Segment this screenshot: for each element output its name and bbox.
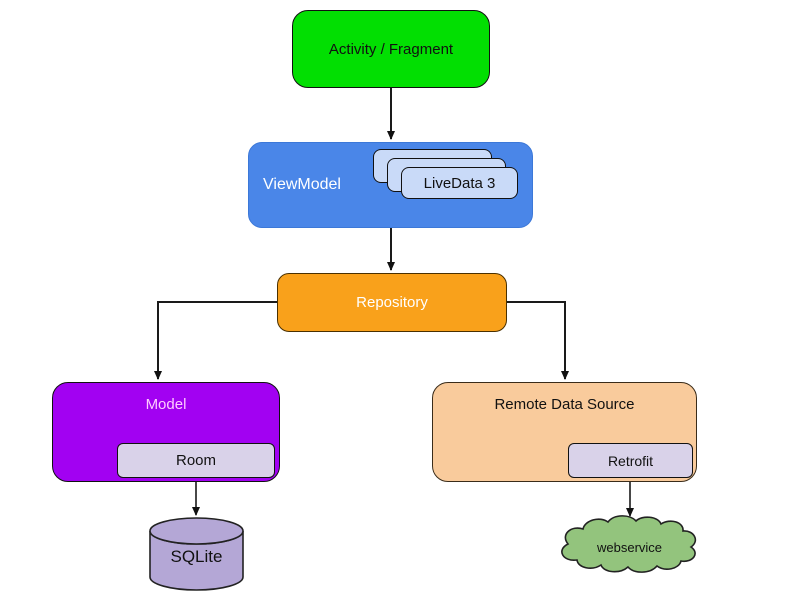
- node-room: Room: [117, 443, 275, 478]
- model-label: Model: [145, 396, 187, 413]
- remote-data-source-label: Remote Data Source: [494, 396, 635, 413]
- webservice-label-container: webservice: [562, 538, 697, 556]
- webservice-cloud-icon: [561, 515, 697, 573]
- sqlite-cylinder-icon: [149, 517, 244, 591]
- sqlite-label-container: SQLite: [150, 546, 243, 568]
- activity-fragment-label: Activity / Fragment: [328, 40, 454, 58]
- repository-label: Repository: [356, 294, 428, 311]
- node-retrofit: Retrofit: [568, 443, 693, 478]
- arrow-repository-to-remote: [507, 301, 569, 380]
- node-activity-fragment: Activity / Fragment: [292, 10, 490, 88]
- webservice-label: webservice: [596, 539, 663, 555]
- arrow-repository-to-model: [154, 301, 277, 380]
- livedata-card-front: LiveData 3: [401, 167, 518, 199]
- room-label: Room: [175, 452, 216, 469]
- livedata-label: LiveData 3: [423, 174, 496, 192]
- viewmodel-label: ViewModel: [263, 176, 341, 193]
- node-repository: Repository: [277, 273, 507, 332]
- retrofit-label: Retrofit: [607, 452, 654, 469]
- sqlite-label: SQLite: [170, 547, 223, 566]
